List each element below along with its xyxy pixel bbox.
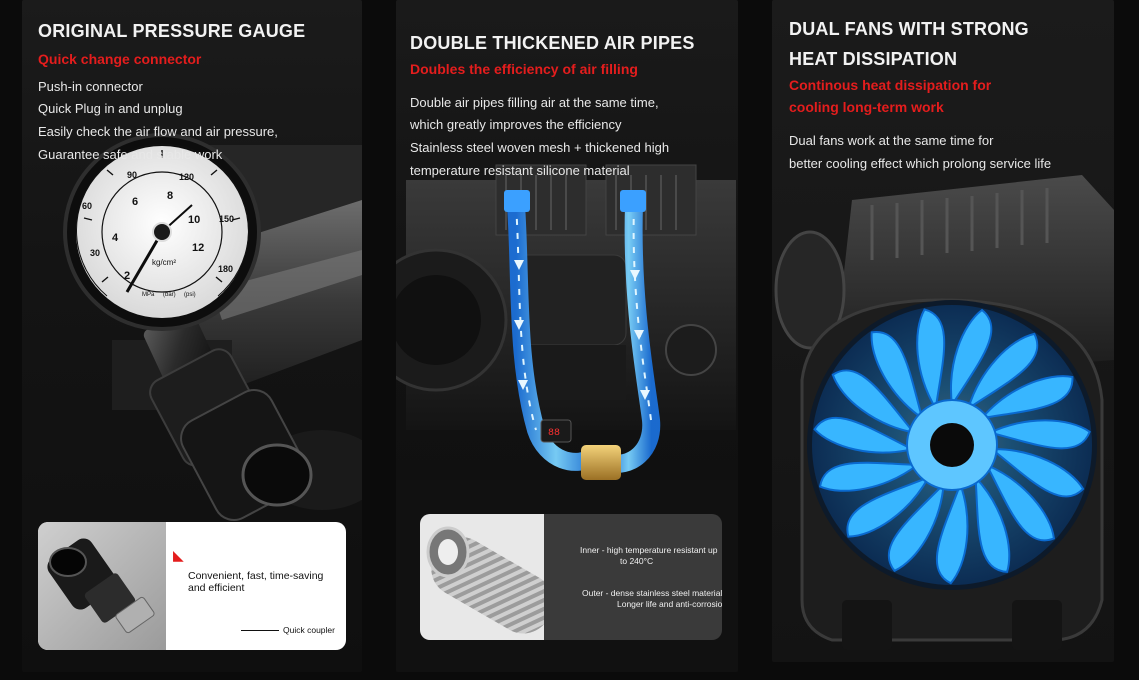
gauge-outer-tick: 120	[179, 172, 195, 182]
gauge-unit: kg/cm²	[152, 258, 176, 267]
outer-layer-text: Longer life and anti-corrosion	[617, 599, 722, 609]
feature-line: Push-in connector	[38, 79, 143, 94]
gauge-inner-tick: 6	[132, 196, 139, 208]
gauge-outer-tick: 180	[218, 264, 234, 274]
panel-title: HEAT DISSIPATION	[789, 49, 958, 69]
feature-line: Double air pipes filling air at the same…	[410, 95, 659, 110]
gauge-outer-tick: 60	[82, 201, 93, 211]
outer-layer-text: Outer - dense stainless steel material	[582, 588, 722, 598]
panel-subtitle: cooling long-term work	[789, 99, 944, 115]
feature-line: Guarantee safe and stable work	[38, 147, 223, 162]
feature-line: which greatly improves the efficiency	[410, 117, 622, 132]
gauge-outer-tick: 30	[90, 248, 101, 258]
panel-title: DUAL FANS WITH STRONG	[789, 19, 1029, 39]
feature-line: Dual fans work at the same time for	[789, 133, 994, 148]
panel-title: ORIGINAL PRESSURE GAUGE	[38, 21, 306, 41]
panel-subtitle: Doubles the efficiency of air filling	[410, 61, 638, 77]
panel-air-pipes: 88 DOUBLE THICKENED AIR PIPES Doubles th…	[396, 0, 738, 672]
warning-mark: ◣	[173, 547, 184, 563]
gauge-inner-tick: 12	[192, 242, 205, 254]
feature-line: Stainless steel woven mesh + thickened h…	[410, 140, 670, 155]
panel-dual-fans: DUAL FANS WITH STRONG HEAT DISSIPATION C…	[772, 0, 1114, 662]
panel-title: DOUBLE THICKENED AIR PIPES	[410, 33, 695, 53]
pipe-material-callout: Inner - high temperature resistant up to…	[420, 514, 722, 640]
gauge-outer-tick: 150	[219, 214, 235, 224]
gauge-inner-tick: 8	[167, 190, 174, 202]
feature-line: temperature resistant silicone material	[410, 163, 630, 178]
pressure-gauge-illustration	[63, 133, 362, 521]
panel-subtitle: Quick change connector	[38, 51, 202, 67]
gauge-inner-tick: 10	[188, 214, 201, 226]
feature-line: better cooling effect which prolong serv…	[789, 156, 1052, 171]
feature-line: Quick Plug in and unplug	[38, 101, 183, 116]
caption-rule	[241, 630, 279, 631]
gauge-fine-label: (psi)	[184, 292, 196, 298]
gauge-inner-tick: 2	[124, 270, 131, 282]
callout-headline: and efficient	[188, 582, 245, 594]
gauge-fine-label: (bar)	[163, 292, 176, 298]
callout-headline: Convenient, fast, time-saving	[188, 570, 324, 582]
panel-subtitle: Continous heat dissipation for	[789, 77, 992, 93]
gauge-inner-tick: 4	[112, 232, 119, 244]
cooling-fan-illustration	[774, 175, 1114, 650]
quick-coupler-photo	[38, 522, 166, 650]
feature-line: Easily check the air flow and air pressu…	[38, 124, 278, 139]
callout-caption: Quick coupler	[283, 625, 335, 635]
gauge-fine-label: MPa	[142, 292, 155, 298]
quick-coupler-callout: ◣ Convenient, fast, time-saving and effi…	[38, 522, 346, 650]
svg-text:88: 88	[548, 428, 560, 439]
panel-pressure-gauge: 60 90 120 150 180 30 2 4 6 8 10 12 kg/cm…	[22, 0, 362, 672]
inner-layer-text: to 240°C	[620, 556, 654, 566]
gauge-outer-tick: 90	[127, 170, 138, 180]
inner-layer-text: Inner - high temperature resistant up	[580, 545, 718, 555]
braided-pipe-photo	[420, 514, 554, 640]
